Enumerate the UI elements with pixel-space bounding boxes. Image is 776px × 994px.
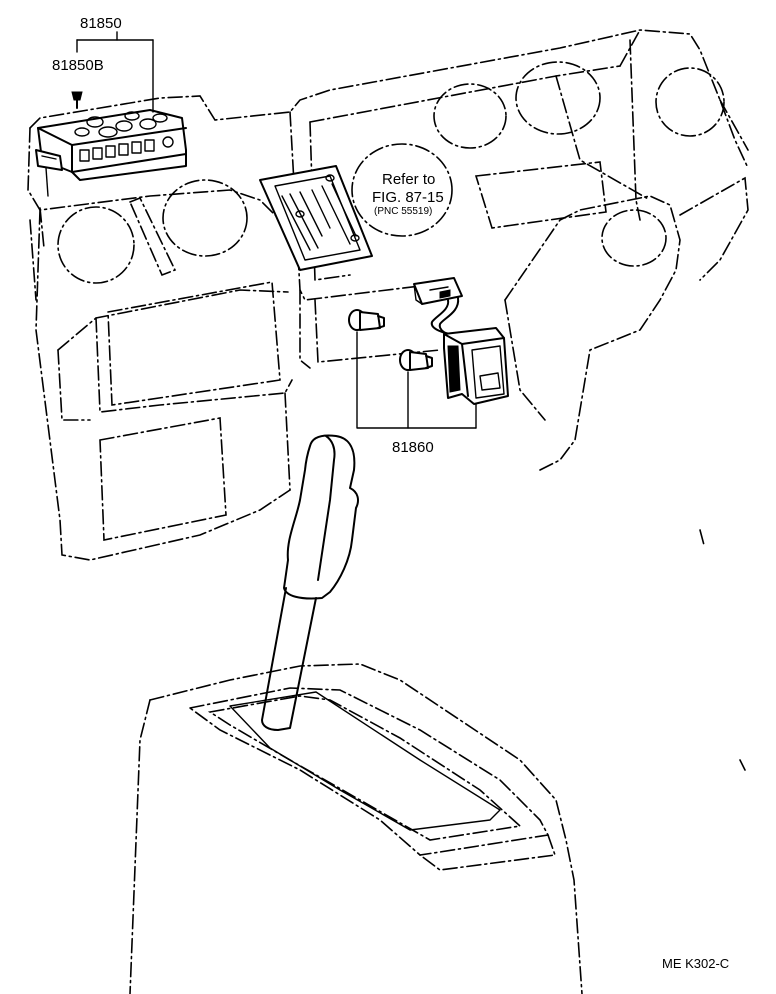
refer-line-3: (PNC 55519) <box>374 206 432 217</box>
label-81850b: 81850B <box>52 57 104 74</box>
label-81850: 81850 <box>80 15 122 32</box>
shift-lever <box>261 434 359 731</box>
switch-panel-81850 <box>35 31 187 197</box>
bulbs-81860 <box>348 309 477 429</box>
center-console <box>129 663 583 994</box>
hazard-switch <box>413 277 509 405</box>
heater-control-panel <box>259 165 373 271</box>
labels: 81850 81850B Refer to FIG. 87-15 (PNC 55… <box>52 15 729 971</box>
label-81860: 81860 <box>392 439 434 456</box>
refer-line-2: FIG. 87-15 <box>372 189 444 206</box>
refer-line-1: Refer to <box>382 171 435 188</box>
figure-code: ME K302-C <box>662 956 729 971</box>
